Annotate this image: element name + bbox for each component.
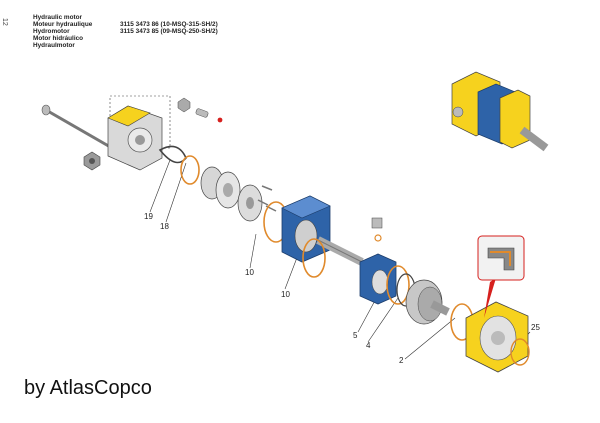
oring-5 xyxy=(386,265,410,305)
callout-10-front: 10 xyxy=(245,268,254,277)
callout-25: 25 xyxy=(531,323,540,332)
long-bolt xyxy=(41,104,113,150)
callout-10-rear: 10 xyxy=(281,290,290,299)
part-code-315: 3115 3473 86 (10-MSQ-315-SH/2) xyxy=(120,21,218,28)
bearing-assembly xyxy=(405,279,450,325)
callout-2: 2 xyxy=(399,356,404,365)
nut xyxy=(83,151,101,171)
part-code-250: 3115 3473 85 (09-MSQ-250-SH/2) xyxy=(120,27,218,35)
seal-set-19-18 xyxy=(158,145,200,185)
title-fr: Moteur hydraulique xyxy=(33,20,93,28)
oring-10-rear xyxy=(302,238,326,278)
title-en: Hydraulic motor xyxy=(33,14,83,21)
detail-pointer xyxy=(484,278,496,318)
callout-19: 19 xyxy=(144,212,153,221)
callout-18: 18 xyxy=(160,222,169,231)
spacer-plate xyxy=(359,253,397,305)
detail-inset xyxy=(477,235,525,281)
credit-text: by AtlasCopco xyxy=(24,377,152,399)
title-sv: Hydraulmotor xyxy=(33,41,75,49)
gerotor-block xyxy=(281,195,331,263)
title-de: Hydromotor xyxy=(33,27,70,35)
title-es: Motor hidráulico xyxy=(33,34,84,42)
callout-4: 4 xyxy=(366,341,371,350)
part-codes: 3115 3473 86 (10-MSQ-315-SH/2) 3115 3473… xyxy=(120,21,218,36)
rear-housing xyxy=(107,105,163,171)
drive-shaft xyxy=(316,236,364,266)
small-fittings xyxy=(177,97,223,123)
assembled-motor xyxy=(451,71,549,152)
front-flange xyxy=(465,301,529,373)
plug-screw xyxy=(371,217,383,242)
oring-25 xyxy=(510,338,530,366)
callout-5: 5 xyxy=(353,331,358,340)
title-block: Hydraulic motor Moteur hydraulique Hydro… xyxy=(33,14,93,50)
